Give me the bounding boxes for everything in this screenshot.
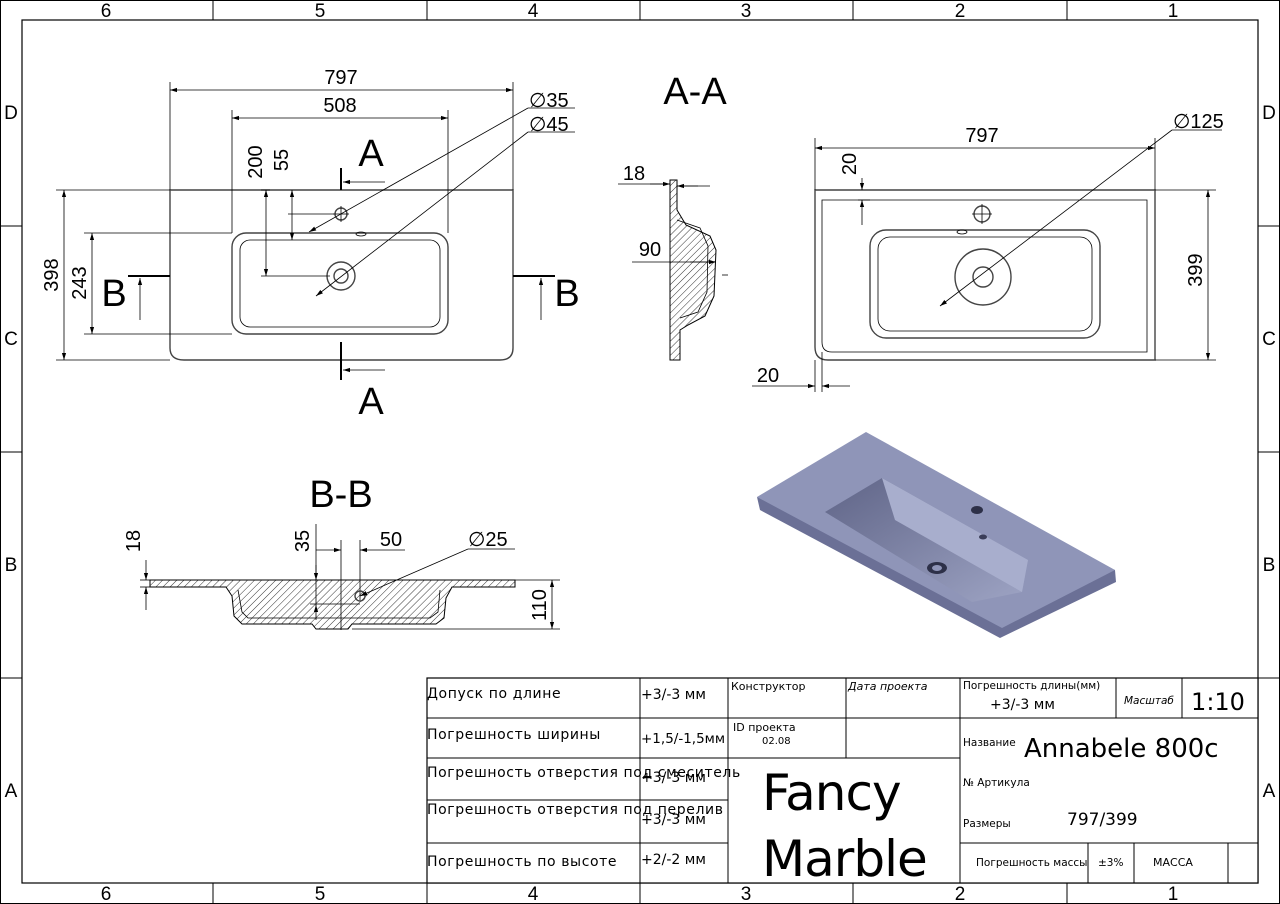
- zone-row-right-d: D: [1262, 103, 1276, 124]
- dim-offset-200: 200: [245, 145, 267, 178]
- tolerance-label-faucet-hole: Погрешность отверстия под смеситель: [427, 765, 741, 781]
- section-bb-offset-35: 35: [292, 530, 314, 552]
- length-error-value: +3/-3 мм: [990, 697, 1055, 713]
- zone-col-top-4: 4: [528, 1, 539, 22]
- scale-value: 1:10: [1191, 688, 1245, 716]
- section-aa-title: A-A: [663, 71, 727, 113]
- title-block-grid: [426, 677, 1259, 884]
- section-aa-view: A-A 18 90: [618, 71, 728, 361]
- section-bb-hole: ∅25: [468, 529, 508, 551]
- section-bb-thickness: 18: [123, 530, 145, 552]
- project-date-label: Дата проекта: [847, 680, 928, 693]
- mass-error-label: Погрешность массы: [976, 857, 1087, 869]
- name-label: Название: [963, 737, 1016, 749]
- zone-row-left-d: D: [4, 103, 18, 124]
- right-dim-edge-top: 20: [839, 153, 861, 175]
- company-name-line-2: Marble: [762, 830, 927, 888]
- project-id-value: 02.08: [762, 736, 791, 747]
- section-a-top-label: A: [358, 133, 384, 175]
- tolerance-label-width: Погрешность ширины: [427, 727, 601, 743]
- tolerance-label-overflow-hole: Погрешность отверстия под перелив: [427, 802, 724, 818]
- zone-col-top-6: 6: [101, 1, 112, 22]
- dim-faucet-hole: ∅35: [529, 90, 569, 112]
- product-fields: Погрешность длины(мм) +3/-3 мм Масштаб 1…: [963, 680, 1245, 869]
- tolerance-value-length: +3/-3 мм: [641, 687, 706, 703]
- zone-row-right-c: C: [1262, 329, 1276, 350]
- right-dim-drain: ∅125: [1173, 111, 1224, 133]
- zone-row-right-b: B: [1263, 555, 1276, 576]
- name-value: Annabele 800c: [1024, 734, 1219, 764]
- right-plan-view: 797 ∅125 20 399 20: [752, 111, 1224, 392]
- top-view: 797 508 200 55 ∅35 ∅45 398 243: [41, 67, 580, 423]
- zone-col-top-5: 5: [315, 1, 326, 22]
- tolerance-label-height: Погрешность по высоте: [427, 854, 617, 870]
- zone-row-left-b: B: [5, 555, 18, 576]
- zone-col-top-1: 1: [1168, 1, 1179, 22]
- project-id-label: ID проекта: [733, 721, 796, 734]
- right-dim-edge-bottom: 20: [757, 365, 779, 387]
- dim-overall-width: 398: [41, 258, 63, 291]
- section-aa-thickness: 18: [623, 163, 645, 185]
- dim-bowl-width: 243: [69, 266, 91, 299]
- article-label: № Артикула: [963, 777, 1030, 789]
- sink-render: [757, 432, 1116, 638]
- tolerance-table: Допуск по длине +3/-3 мм Погрешность шир…: [427, 686, 741, 870]
- zone-labels: 6 5 4 3 2 1 6 5 4 3 2 1 D C B A D C B A: [4, 1, 1276, 904]
- section-bb-title: B-B: [309, 474, 372, 516]
- section-bb-view: B-B 18 35 50 ∅25 110: [123, 474, 560, 630]
- zone-col-bottom-6: 6: [101, 884, 112, 904]
- scale-label: Масштаб: [1124, 695, 1174, 707]
- tolerance-label-length: Допуск по длине: [427, 686, 561, 702]
- section-bb-height: 110: [529, 589, 551, 621]
- dim-overflow: ∅45: [529, 114, 569, 136]
- section-aa-depth: 90: [639, 239, 661, 261]
- company-name-line-1: Fancy: [762, 764, 901, 822]
- mass-label: МАССА: [1153, 856, 1193, 869]
- mass-error-value: ±3%: [1098, 857, 1123, 869]
- zone-row-left-c: C: [4, 329, 18, 350]
- tolerance-value-height: +2/-2 мм: [641, 852, 706, 868]
- tolerance-value-faucet-hole: +3/-3 мм: [641, 770, 706, 786]
- tolerance-value-width: +1,5/-1,5мм: [641, 731, 725, 747]
- section-a-bottom-label: A: [358, 381, 384, 423]
- right-dim-width: 399: [1185, 253, 1207, 286]
- section-b-left-label: B: [101, 273, 126, 315]
- size-label: Размеры: [963, 818, 1011, 830]
- dim-overall-length: 797: [324, 67, 357, 89]
- designer-label: Конструктор: [731, 680, 805, 693]
- zone-col-bottom-5: 5: [315, 884, 326, 904]
- zone-col-top-3: 3: [741, 1, 752, 22]
- dim-offset-55: 55: [271, 149, 293, 171]
- zone-col-top-2: 2: [955, 1, 966, 22]
- length-error-label: Погрешность длины(мм): [963, 680, 1100, 692]
- section-bb-offset-50: 50: [380, 529, 402, 551]
- size-value: 797/399: [1067, 810, 1138, 830]
- section-b-right-label: B: [554, 273, 579, 315]
- zone-col-bottom-3: 3: [741, 884, 752, 904]
- project-fields: Конструктор Дата проекта ID проекта 02.0…: [731, 680, 928, 888]
- zone-col-bottom-1: 1: [1168, 884, 1179, 904]
- zone-row-left-a: A: [5, 781, 18, 802]
- zone-col-bottom-4: 4: [528, 884, 539, 904]
- zone-row-right-a: A: [1263, 781, 1276, 802]
- tolerance-value-overflow-hole: +3/-3 мм: [641, 812, 706, 828]
- right-dim-length: 797: [965, 125, 998, 147]
- dim-bowl-length: 508: [323, 95, 356, 117]
- zone-col-bottom-2: 2: [955, 884, 966, 904]
